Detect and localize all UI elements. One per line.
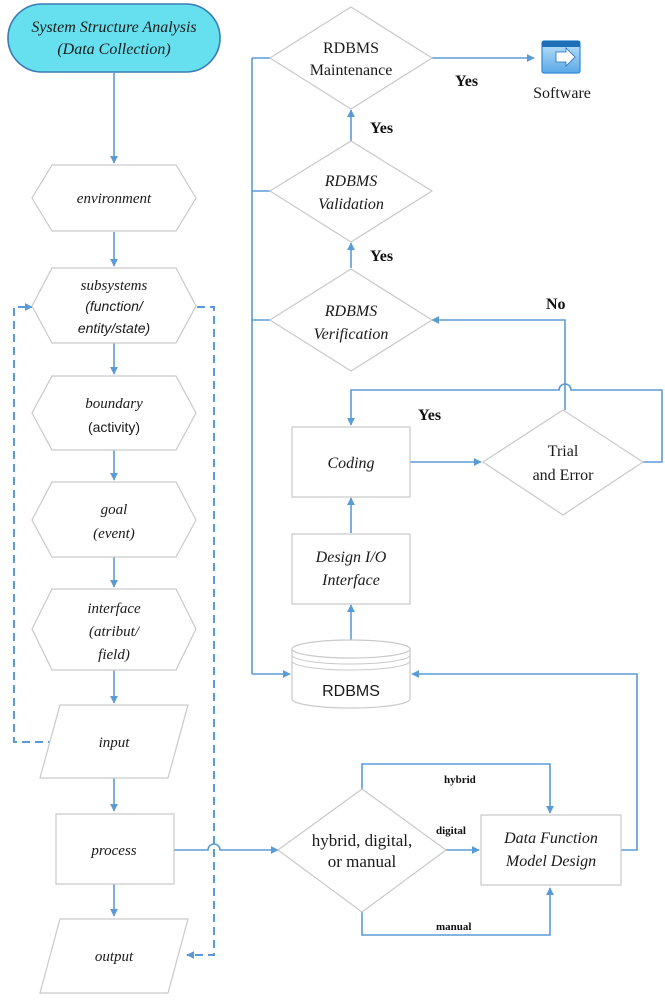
datafunction-label: Data Function (503, 830, 598, 847)
datafunction-node: Data Function Model Design (480, 814, 622, 886)
coding-label: Coding (327, 455, 374, 472)
edge-hybrid (361, 763, 554, 814)
start-subtitle: (Data Collection) (57, 41, 170, 58)
edge-process-to-decision (174, 843, 279, 854)
designio-sub: Interface (321, 572, 380, 589)
hybrid-label: hybrid (444, 774, 476, 786)
interface-node: interface (atribut/ field) (31, 588, 197, 671)
edge-input-feedback-dashed (13, 303, 56, 743)
output-label: output (95, 949, 134, 965)
goal-label: goal (101, 502, 128, 518)
media-decision-sub: or manual (328, 852, 397, 871)
interface-sub2: field) (98, 647, 130, 663)
input-node: input (39, 704, 189, 779)
edge-trial-loop (347, 383, 663, 463)
trial-sub: and Error (533, 467, 595, 484)
rdbms-label: RDBMS (322, 683, 380, 700)
verification-label: RDBMS (324, 303, 377, 320)
start-title: System Structure Analysis (31, 19, 196, 36)
maintenance-sub: Maintenance (310, 62, 393, 79)
yes-verification-label: Yes (370, 248, 393, 265)
validation-label: RDBMS (324, 173, 377, 190)
subsystems-sub1: (function/ (85, 298, 145, 314)
designio-node: Design I/O Interface (291, 533, 411, 605)
yes-validation-label: Yes (370, 120, 393, 137)
yes-software-label: Yes (455, 73, 478, 90)
datafunction-sub: Model Design (505, 853, 596, 870)
edge-manual (361, 887, 554, 936)
edge-trial-to-verification (431, 316, 566, 410)
no-trial-label: No (546, 296, 566, 313)
maintenance-decision: RDBMS Maintenance (268, 6, 434, 110)
output-node: output (39, 918, 189, 994)
edge-subsystems-to-output-dashed (186, 306, 215, 959)
maintenance-label: RDBMS (323, 40, 379, 57)
subsystems-label: subsystems (81, 278, 148, 294)
designio-label: Design I/O (315, 549, 387, 566)
environment-node: environment (31, 164, 197, 232)
rdbms-database: RDBMS (291, 639, 411, 709)
boundary-sub: (activity) (88, 419, 140, 435)
edge-datafunction-to-rdbms (411, 670, 638, 851)
goal-node: goal (event) (31, 481, 197, 558)
digital-label: digital (436, 825, 466, 837)
manual-label: manual (436, 921, 471, 933)
process-node: process (55, 813, 175, 885)
input-label: input (99, 735, 131, 751)
interface-label: interface (87, 601, 141, 617)
verification-decision: RDBMS Verification (268, 268, 434, 372)
environment-label: environment (77, 191, 152, 207)
validation-sub: Validation (318, 196, 384, 213)
software-icon (541, 40, 581, 74)
start-terminator: System Structure Analysis (Data Collecti… (7, 3, 221, 73)
verification-sub: Verification (314, 326, 389, 343)
coding-node: Coding (291, 426, 411, 498)
validation-decision: RDBMS Validation (268, 140, 434, 243)
interface-sub1: (atribut/ (89, 624, 141, 640)
process-label: process (90, 843, 136, 859)
subsystems-sub2: entity/state) (78, 320, 150, 336)
trial-decision: Trial and Error (481, 409, 645, 516)
boundary-node: boundary (activity) (31, 375, 197, 451)
connectors (13, 54, 663, 959)
goal-sub: (event) (93, 526, 135, 542)
boundary-label: boundary (85, 396, 143, 412)
media-decision-label: hybrid, digital, (312, 831, 413, 850)
software-label: Software (533, 85, 591, 102)
trial-label: Trial (548, 443, 579, 460)
subsystems-node: subsystems (function/ entity/state) (31, 267, 197, 344)
media-decision: hybrid, digital, or manual (276, 788, 448, 913)
yes-trial-label: Yes (418, 407, 441, 424)
